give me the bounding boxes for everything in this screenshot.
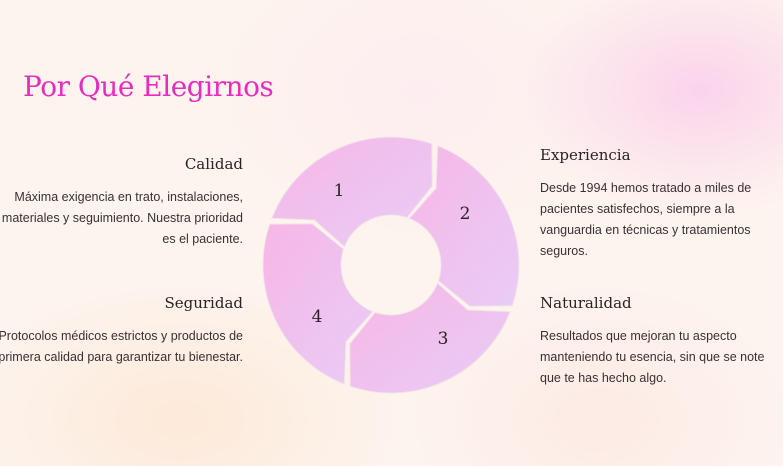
page-title: Por Qué Elegirnos — [23, 70, 274, 103]
step-number-4: 4 — [312, 307, 323, 327]
step-description: Máxima exigencia en trato, instalaciones… — [1, 190, 243, 246]
step-heading: Experiencia — [540, 146, 631, 164]
step-number-1: 1 — [334, 181, 345, 201]
step-number-3: 3 — [438, 329, 449, 349]
cycle-segment-3 — [349, 282, 511, 394]
step-description: Desde 1994 hemos tratado a miles de paci… — [540, 181, 752, 258]
step-seguridad: Seguridad Protocolos médicos estrictos y… — [0, 294, 243, 368]
step-heading: Seguridad — [164, 294, 243, 312]
step-description: Resultados que mejoran tu aspecto manten… — [540, 329, 765, 385]
step-experiencia: Experiencia Desde 1994 hemos tratado a m… — [540, 146, 770, 262]
step-heading: Calidad — [184, 155, 243, 173]
cycle-segments — [262, 136, 520, 394]
step-calidad: Calidad Máxima exigencia en trato, insta… — [0, 155, 243, 250]
step-description: Protocolos médicos estrictos y productos… — [0, 329, 243, 364]
cycle-segment-2 — [408, 145, 520, 307]
step-heading: Naturalidad — [540, 294, 632, 312]
step-naturalidad: Naturalidad Resultados que mejoran tu as… — [540, 294, 770, 389]
step-number-2: 2 — [460, 204, 471, 224]
cycle-segment-1 — [271, 136, 433, 248]
cycle-segment-4 — [262, 223, 374, 385]
